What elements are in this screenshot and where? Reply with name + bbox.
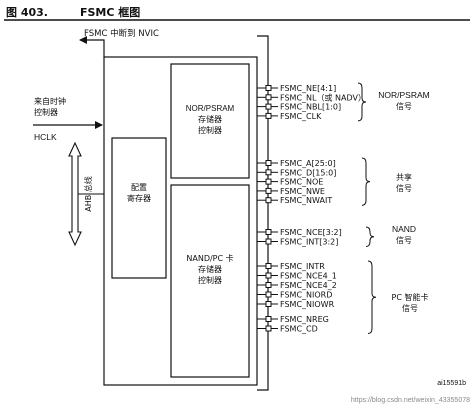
config-label-2: 寄存器 [127,193,151,203]
signal-label: FSMC_NWE [280,187,325,196]
hclk-label: HCLK [34,132,57,142]
brace-nor [357,82,367,122]
signal-label: FSMC_CD [280,325,318,334]
signal-group-brackets [357,82,377,334]
signal-label: FSMC_INT[3:2] [280,238,338,247]
signal-label: FSMC_NIOWR [280,300,335,309]
pin-pad [265,197,272,204]
pin-pad [265,103,272,110]
nand-label-2: 存储器 [198,264,222,274]
pin-pad [265,178,272,185]
nor-psram-controller-block [170,63,250,179]
signal-label: FSMC_NL（或 NADV） [280,92,366,102]
group-nand-label-2: 信号 [396,235,412,245]
group-nor-label-2: 信号 [396,101,412,111]
nand-pc-controller-block [170,184,250,378]
nor-label-2: 存储器 [198,114,222,124]
figure-title: FSMC 框图 [80,5,140,19]
pin-pad [265,169,272,176]
signal-label: FSMC_NE[4:1] [280,84,336,93]
brace-pc [367,260,377,334]
pin-pad [265,263,272,269]
config-label-1: 配置 [131,183,147,192]
group-nand-label-1: NAND [392,224,416,234]
ahb-bus-label: AHB 总线 [83,176,93,212]
clock-source-label-2: 控制器 [34,107,58,117]
pin-pad [265,325,272,332]
signal-label: FSMC_NCE4_1 [280,272,337,281]
group-pc-label-1: PC 智能卡 [392,292,429,302]
signal-label: FSMC_A[25:0] [280,159,336,168]
config-registers-block [111,137,167,279]
brace-shared [361,157,371,206]
figure-number: 图 403. [6,6,48,19]
ahb-bus-arrow [68,141,104,247]
watermark: https://blog.csdn.net/weixin_43355078 [351,397,470,404]
signal-label: FSMC_NCE4_2 [280,281,337,290]
group-shared-label-1: 共享 [396,172,412,182]
signal-bus-bracket [257,35,269,391]
nvic-arrow [79,36,105,57]
pin-pad [265,282,272,288]
group-pc-label-2: 信号 [402,303,418,313]
signal-label: FSMC_CLK [280,112,322,121]
pin-pad [265,187,272,194]
pin-pad [265,301,272,307]
nor-label-3: 控制器 [198,125,222,135]
pin-pad [265,85,272,91]
signal-label: FSMC_NWAIT [280,196,332,205]
pin-pad [265,112,272,119]
signal-label: FSMC_NCE[3:2] [280,228,342,237]
figure-id: ai15591b [437,380,466,387]
signal-label: FSMC_NBL[1:0] [280,103,341,112]
pin-pad [265,238,272,245]
nand-label-1: NAND/PC 卡 [186,253,233,263]
clock-source-label-1: 来自时钟 [34,96,66,106]
signal-label: FSMC_D[15:0] [280,168,336,177]
nand-label-3: 控制器 [198,275,222,285]
nor-label-1: NOR/PSRAM [186,104,235,113]
signal-pins: FSMC_NE[4:1]FSMC_NL（或 NADV）FSMC_NBL[1:0]… [257,84,366,334]
group-nor-label-1: NOR/PSRAM [378,90,429,100]
brace-nand [365,226,375,247]
group-shared-label-2: 信号 [396,183,412,193]
pin-pad [265,272,272,279]
signal-label: FSMC_NOE [280,178,323,187]
pin-pad [265,229,272,235]
pin-pad [265,94,272,101]
signal-label: FSMC_INTR [280,262,325,271]
nvic-label: FSMC 中断到 NVIC [84,28,159,39]
pin-pad [265,291,272,298]
pin-pad [265,160,272,166]
signal-label: FSMC_NIORD [280,291,332,300]
signal-label: FSMC_NREG [280,315,329,324]
pin-pad [265,316,272,322]
